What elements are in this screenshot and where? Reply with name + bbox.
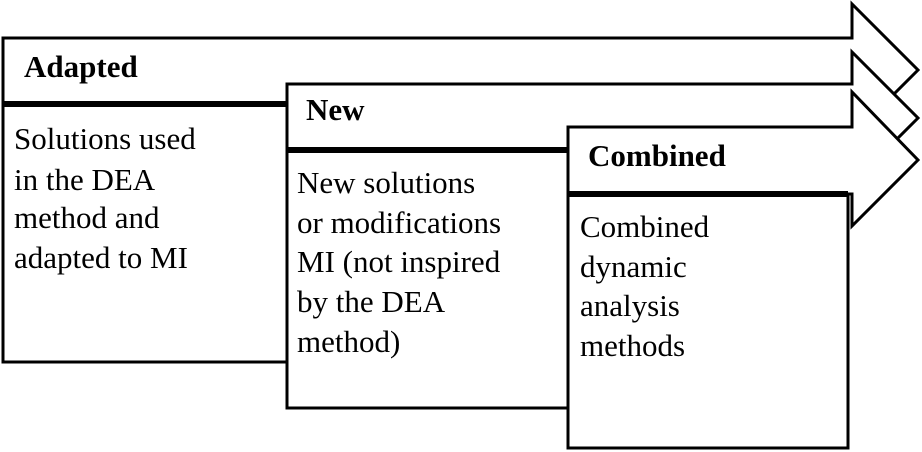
adapted-box <box>1 102 289 364</box>
adapted-text-line-4: adapted to MI <box>14 240 188 275</box>
combined-box <box>566 192 850 450</box>
adapted-title: Adapted <box>24 49 138 84</box>
new-text-line-3: MI (not inspired <box>297 244 501 279</box>
new-box <box>285 148 570 410</box>
new-text-line-2: or modifications <box>297 205 501 240</box>
combined-text-line-2: dynamic <box>580 249 687 284</box>
new-text-line-5: method) <box>297 324 400 359</box>
combined-title: Combined <box>588 138 726 173</box>
adapted-text-line-2: in the DEA <box>14 162 156 197</box>
combined-text-line-3: analysis <box>580 288 680 323</box>
adapted-text-line-1: Solutions used <box>14 121 196 156</box>
new-text-line-4: by the DEA <box>297 284 446 319</box>
new-title: New <box>306 92 365 127</box>
new-text-line-1: New solutions <box>297 165 475 200</box>
combined-text-line-1: Combined <box>580 209 710 244</box>
combined-text-line-4: methods <box>580 328 685 363</box>
adapted-text-line-3: method and <box>14 200 160 235</box>
